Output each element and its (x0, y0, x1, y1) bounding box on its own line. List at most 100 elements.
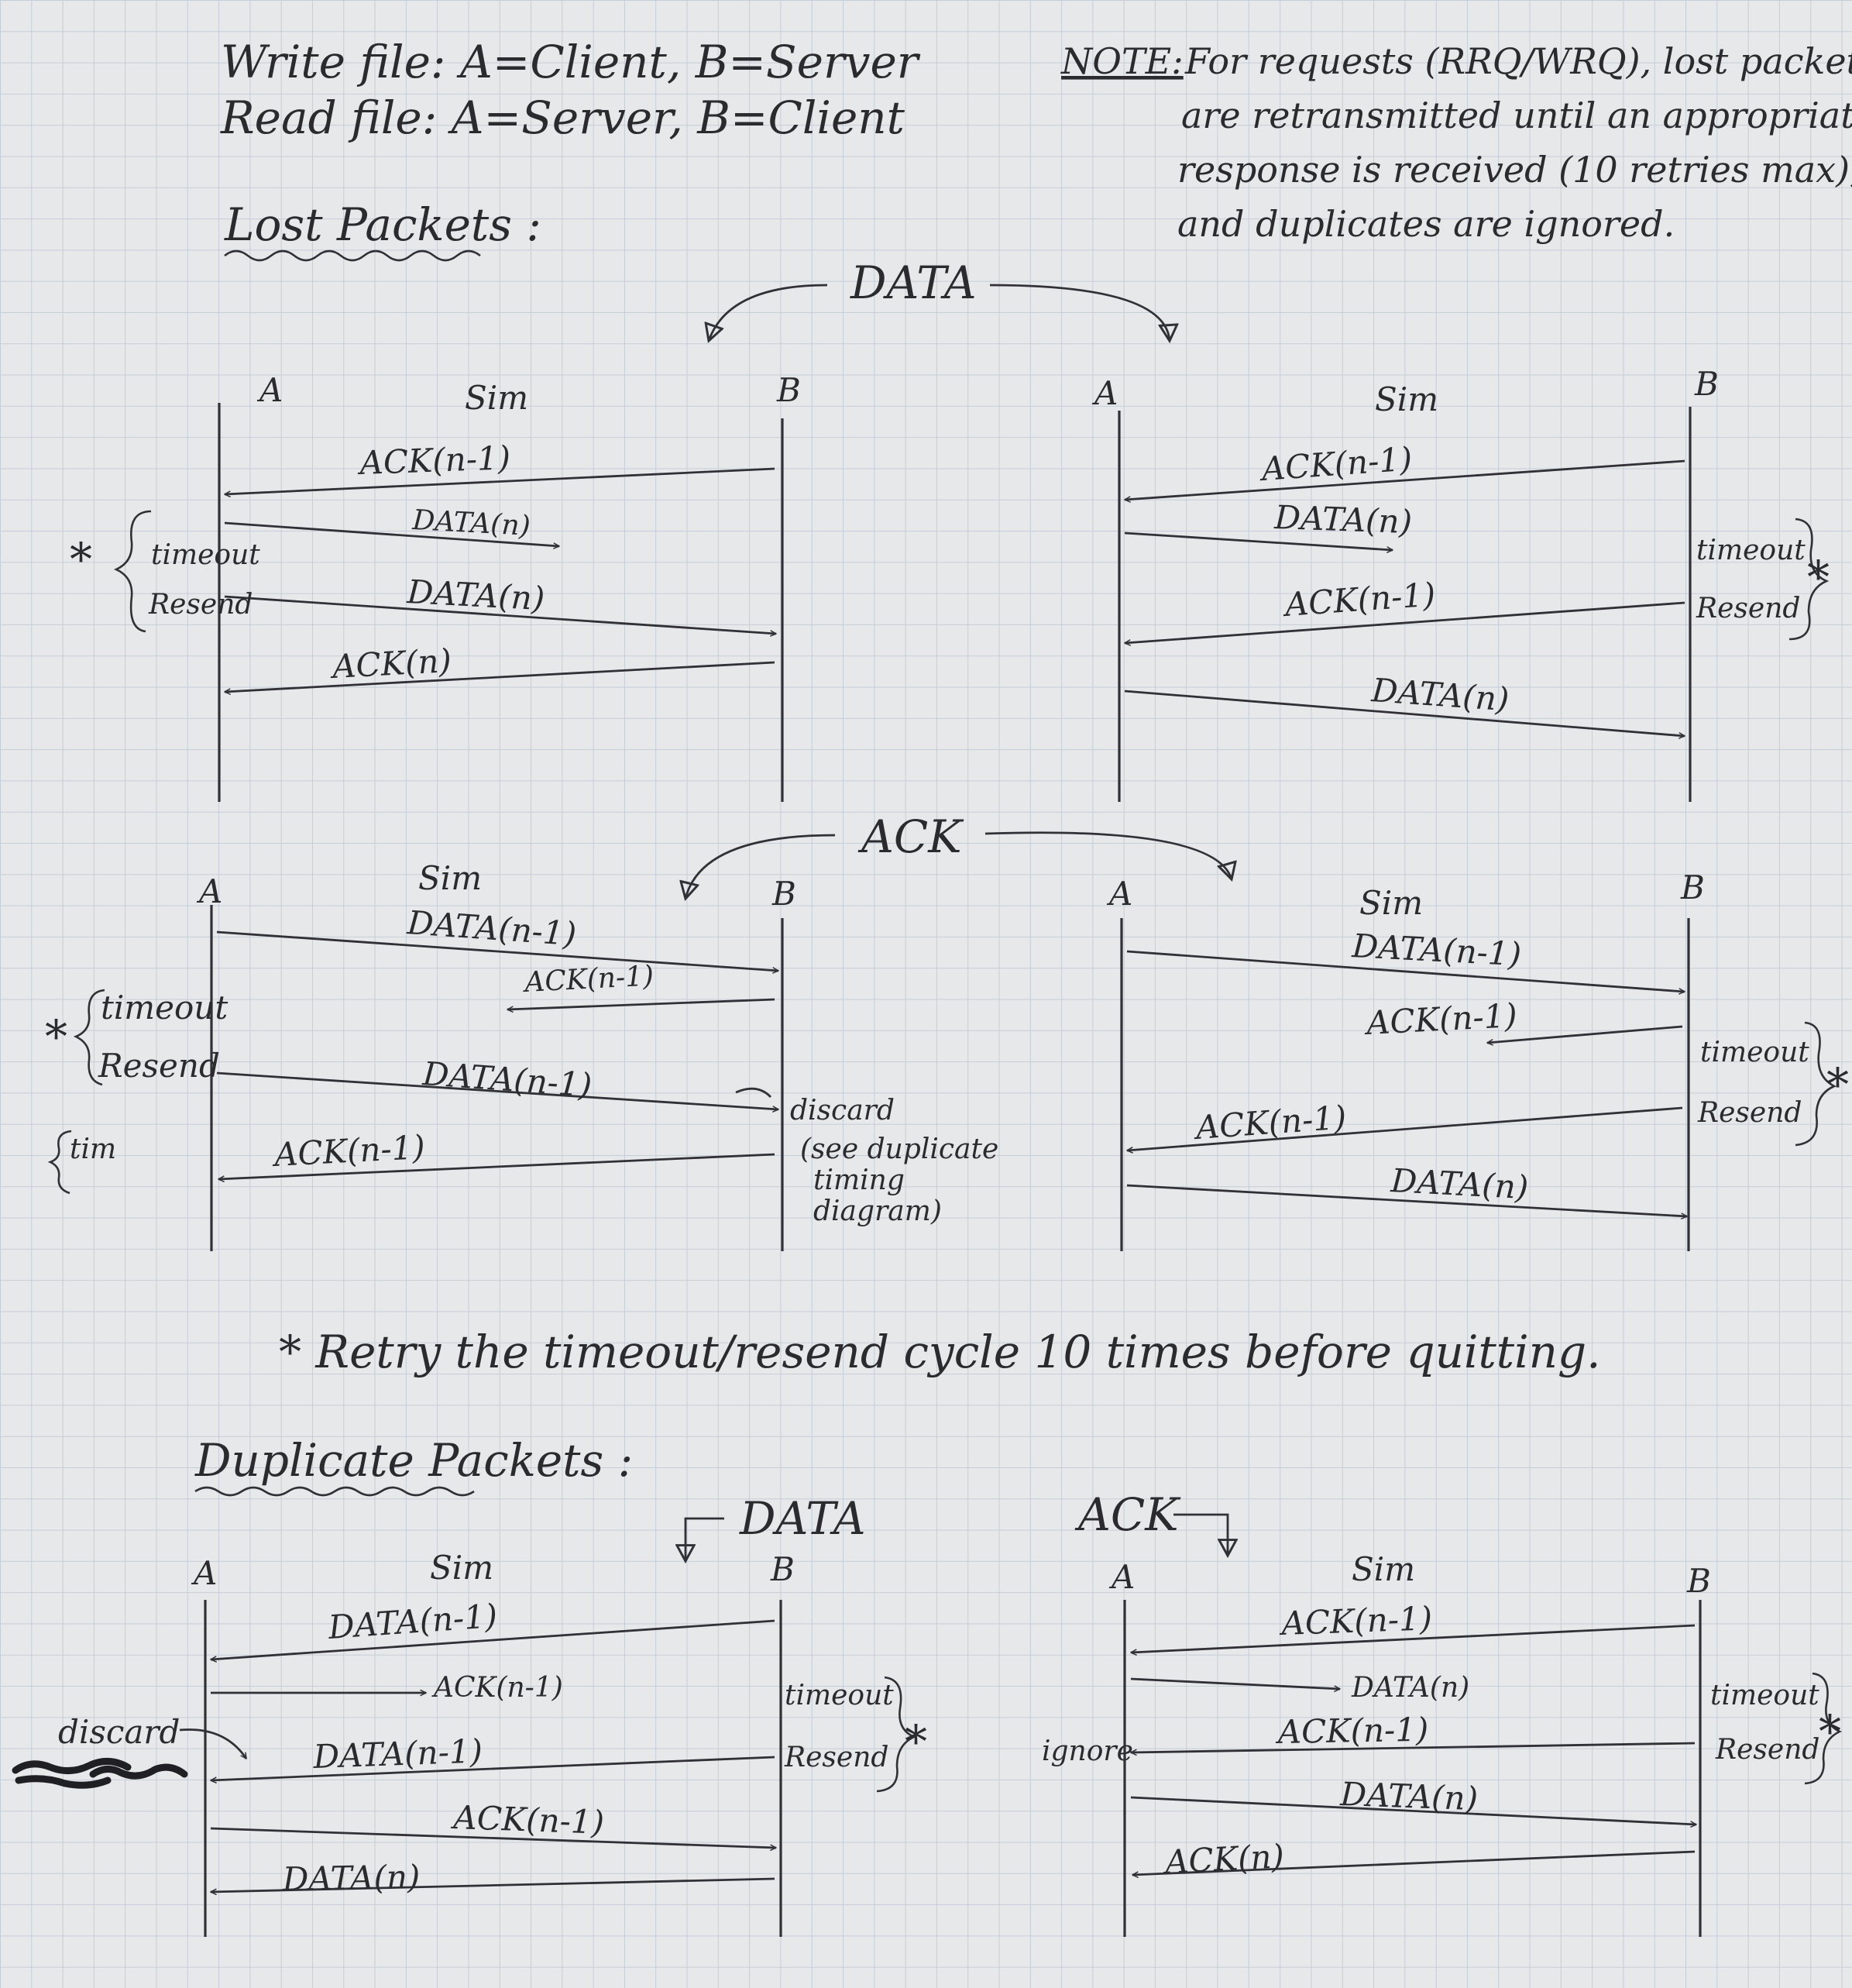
message-arrow (1131, 1742, 1696, 1752)
message-label: DATA(n-1) (1350, 927, 1522, 973)
note-line: and duplicates are ignored. (1177, 203, 1675, 245)
timing-diagram-lost-ack-read: A Sim B DATA(n-1) ACK(n-1) ACK(n-1) DATA… (1106, 868, 1849, 1251)
discard-label: discard (58, 1713, 180, 1751)
stub-brace (47, 1130, 72, 1195)
note-label: NOTE: (1060, 40, 1184, 82)
timeout-label: timeout (101, 989, 228, 1027)
participant-sim: Sim (1352, 1550, 1415, 1588)
discard-note-line: (see duplicate (800, 1133, 998, 1165)
participant-b: B (776, 371, 801, 409)
section-title-lost-packets: Lost Packets : (224, 198, 541, 251)
retry-brace (1804, 1672, 1843, 1785)
message-label: DATA(n) (281, 1858, 420, 1898)
message-arrow (1130, 1677, 1340, 1689)
group-arrow-left (709, 284, 828, 341)
message-arrow-lost (1124, 531, 1393, 550)
message-label: DATA(n) (1351, 1672, 1469, 1704)
resend-label: Resend (1697, 1097, 1802, 1129)
group-arrow-right (989, 284, 1170, 341)
participant-b: B (1686, 1562, 1711, 1600)
discard-note-line: timing (813, 1164, 905, 1196)
participant-a: A (191, 1554, 217, 1592)
timeout-label: timeout (151, 539, 260, 571)
participant-a: A (256, 371, 283, 409)
message-arrow (225, 467, 775, 494)
participant-a: A (1091, 374, 1118, 412)
resend-label: Resend (98, 1047, 220, 1085)
timing-diagram-duplicate-data: A Sim B DATA(n-1) ACK(n-1) DATA(n-1) ACK… (12, 1549, 927, 1937)
message-label: ACK(n-1) (1280, 576, 1437, 624)
message-label: DATA(n) (1389, 1161, 1529, 1206)
header-write-file: Write file: A=Client, B=Server (221, 36, 921, 88)
message-label: DATA(n) (405, 573, 545, 617)
message-arrow (211, 1756, 775, 1780)
participant-a: A (196, 872, 222, 910)
group-arrow-left (685, 834, 836, 899)
message-arrow (1131, 1624, 1696, 1653)
message-arrow (210, 1827, 776, 1848)
message-label: DATA(n) (1339, 1775, 1479, 1818)
resend-label: Resend (1696, 593, 1800, 624)
ignore-label: ignore (1042, 1735, 1133, 1767)
discard-label: discard (790, 1095, 895, 1126)
message-arrow-lost (1487, 1025, 1683, 1043)
message-arrow (224, 595, 776, 634)
message-arrow (1124, 690, 1685, 736)
message-arrow (1127, 1106, 1683, 1150)
retry-star: * (1826, 1058, 1849, 1111)
message-label: DATA(n) (1273, 498, 1413, 541)
timeout-label: timeout (1700, 1037, 1809, 1068)
discard-hook (735, 1087, 772, 1098)
header-read-file: Read file: A=Server, B=Client (220, 91, 905, 144)
retry-footnote: * Retry the timeout/resend cycle 10 time… (279, 1326, 1601, 1378)
message-label: ACK(n-1) (431, 1672, 563, 1704)
retry-star: * (1807, 551, 1830, 604)
retry-star: * (45, 1010, 67, 1063)
message-arrow (1126, 1184, 1687, 1216)
participant-b: B (770, 1550, 795, 1588)
section-title-duplicate-packets: Duplicate Packets : (194, 1434, 633, 1487)
message-label: ACK(n-1) (270, 1128, 426, 1174)
message-label: ACK(n-1) (1191, 1099, 1348, 1147)
message-label: ACK(n-1) (521, 960, 655, 999)
participant-sim: Sim (1375, 380, 1438, 418)
retry-brace (1788, 518, 1830, 641)
message-label: ACK(n) (1161, 1837, 1285, 1881)
message-arrow (211, 1619, 775, 1660)
group-label-lost-ack: ACK (857, 810, 964, 863)
resend-label: Resend (784, 1742, 888, 1773)
discard-note-line: diagram) (813, 1195, 942, 1227)
section-underline (194, 1486, 475, 1497)
participant-a: A (1106, 875, 1132, 913)
note-line: are retransmitted until an appropriate (1181, 95, 1852, 136)
timeout-label: timeout (1696, 535, 1806, 566)
timing-diagram-duplicate-ack: A Sim B ACK(n-1) DATA(n) ACK(n-1) DATA(n… (1042, 1550, 1843, 1937)
timeout-label: timeout (785, 1680, 894, 1711)
section-underline (224, 249, 481, 262)
timeout-label: timeout (1710, 1680, 1819, 1711)
message-arrow (216, 930, 778, 971)
timing-diagram-lost-data-write: A Sim B ACK(n-1) DATA(n) DATA(n) ACK(n) … (70, 371, 801, 802)
scribbled-out-text (15, 1775, 112, 1789)
group-arrow (1173, 1513, 1228, 1556)
group-label-lost-data: DATA (850, 256, 977, 309)
retry-brace (1795, 1021, 1837, 1147)
message-label: DATA(n-1) (405, 903, 577, 953)
resend-label: Resend (148, 589, 253, 621)
discard-pointer (179, 1728, 248, 1759)
message-arrow (1125, 459, 1685, 500)
message-label: ACK(n-1) (450, 1798, 605, 1842)
message-arrow-lost (224, 521, 559, 546)
retry-brace (113, 510, 152, 633)
participant-b: B (1680, 868, 1705, 906)
message-label: DATA(n-1) (421, 1054, 593, 1104)
group-arrow (685, 1517, 724, 1561)
retry-star: * (905, 1715, 927, 1768)
stub-label: tim (70, 1133, 116, 1165)
note-line: response is received (10 retries max), (1177, 149, 1852, 191)
retry-brace (876, 1676, 917, 1793)
group-label-dup-ack: ACK (1074, 1488, 1181, 1541)
retry-brace (73, 989, 105, 1086)
message-label: DATA(n-1) (312, 1732, 483, 1776)
